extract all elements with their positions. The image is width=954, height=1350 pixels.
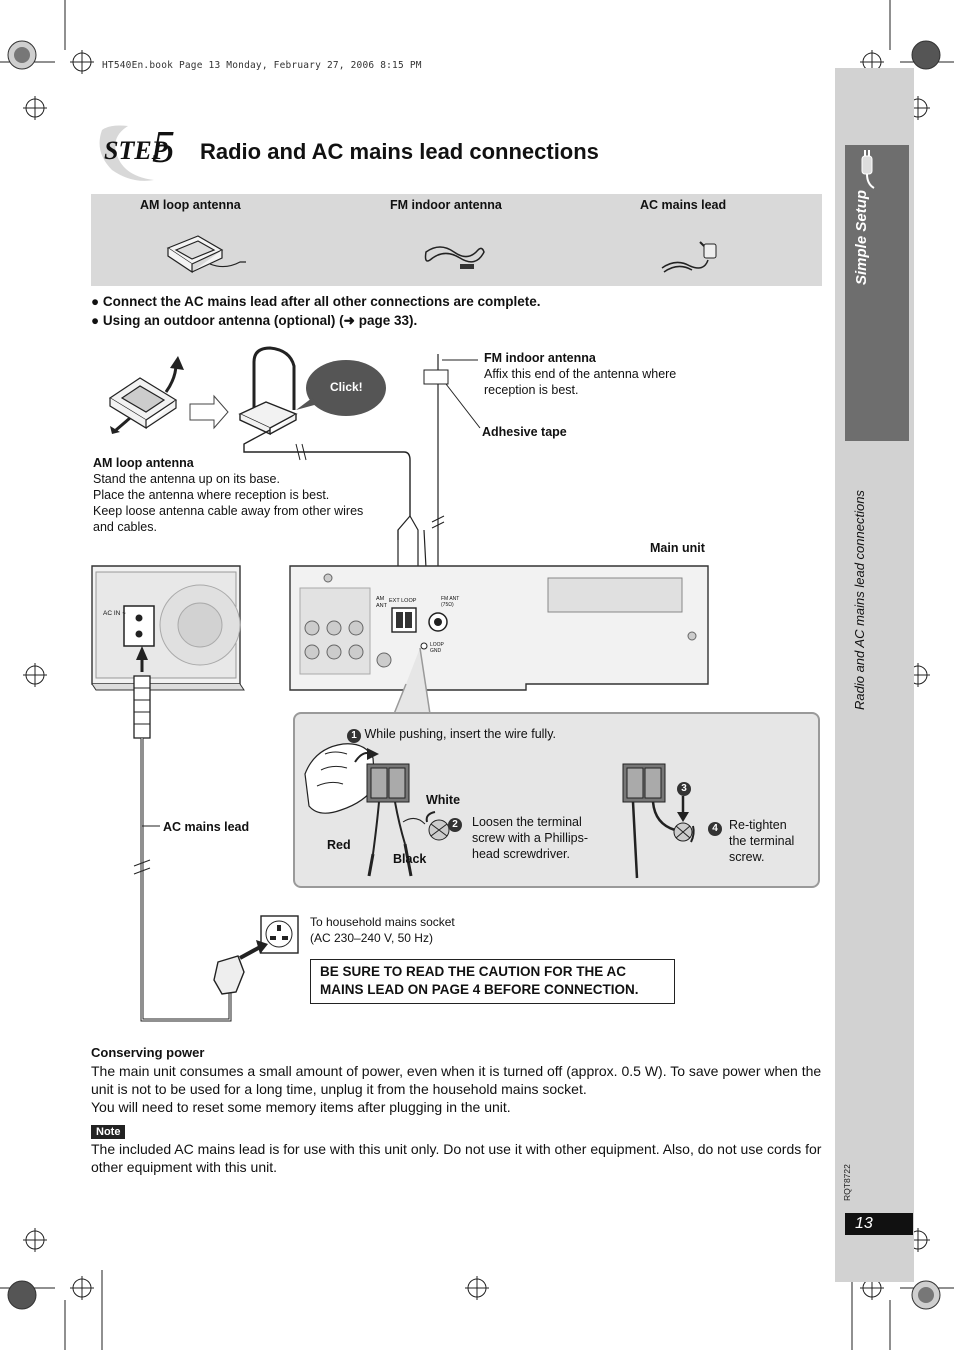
page-number: 13 <box>845 1213 913 1235</box>
svg-text:RQT8722: RQT8722 <box>842 1164 852 1201</box>
main-unit-label: Main unit <box>650 541 705 555</box>
am-antenna-callout: AM loop antenna Stand the antenna up on … <box>93 456 364 534</box>
main-unit-body <box>91 565 709 691</box>
conserving-power-paragraph: The main unit consumes a small amount of… <box>91 1063 822 1097</box>
wire-insertion-detail-panel <box>293 712 820 888</box>
step-number: 5 <box>152 121 175 172</box>
svg-text:Simple Setup: Simple Setup <box>853 190 870 285</box>
caution-box: BE SURE TO READ THE CAUTION FOR THE AC M… <box>310 959 675 1004</box>
loop-gnd-label: LOOP GND <box>430 642 444 654</box>
note-text: The included AC mains lead is for use wi… <box>91 1141 822 1175</box>
socket-callout: To household mains socket (AC 230–240 V,… <box>310 915 455 945</box>
step-label: STEP <box>104 136 168 165</box>
fm-antenna-callout: FM indoor antenna Affix this end of the … <box>484 351 677 397</box>
step-1-instruction: 1 While pushing, insert the wire fully. <box>347 726 556 743</box>
step-3-number: 3 <box>677 778 691 796</box>
am-ant-label: AM ANT <box>376 596 387 609</box>
red-wire-label: Red <box>327 838 351 852</box>
list-item: ● Connect the AC mains lead after all ot… <box>91 294 541 309</box>
wire-insertion-illustration <box>304 743 695 879</box>
am-antenna-folded <box>108 377 178 430</box>
list-item: ● Using an outdoor antenna (optional) (➜… <box>91 313 418 328</box>
black-wire-label: Black <box>393 852 427 866</box>
accessories-band <box>91 194 822 286</box>
sidebar-section-label: Simple Setup <box>853 190 870 285</box>
fm-ant-label: FM ANT (75Ω) <box>441 596 460 608</box>
ac-in-label: AC IN ~ <box>103 610 126 617</box>
accessory-ac-label: AC mains lead <box>640 198 727 212</box>
doc-code: RQT8722 <box>842 1164 852 1201</box>
accessory-am-label: AM loop antenna <box>140 198 241 212</box>
am-antenna-standing <box>238 346 298 436</box>
svg-text:Radio and AC mains lead connec: Radio and AC mains lead connections <box>852 490 867 710</box>
click-bubble-text: Click! <box>330 380 363 394</box>
white-wire-label: White <box>426 793 461 807</box>
am-loop-antenna-icon <box>166 235 246 274</box>
step-4-instruction: Re-tighten the terminal screw. <box>729 818 795 864</box>
step-4-number: 4 <box>708 818 722 836</box>
print-header: HT540En.book Page 13 Monday, February 27… <box>102 60 422 71</box>
accessory-fm-label: FM indoor antenna <box>390 198 502 212</box>
instructions-list: ● Connect the AC mains lead after all ot… <box>91 292 541 330</box>
step-2-instruction: Loosen the terminal screw with a Phillip… <box>472 815 589 861</box>
fm-indoor-antenna-icon <box>424 246 485 269</box>
sidebar-section-tab <box>845 145 909 441</box>
step-swoosh-icon <box>99 125 154 181</box>
plug-icon <box>861 150 875 189</box>
adhesive-tape-label: Adhesive tape <box>482 425 567 439</box>
step-2-number: 2 <box>448 814 462 832</box>
note-tag: Note <box>91 1125 126 1139</box>
ext-loop-label: EXT LOOP <box>389 598 417 604</box>
conserving-power-heading: Conserving power <box>91 1045 205 1060</box>
ac-mains-lead-icon <box>661 241 717 273</box>
sidebar-chapter-label: Radio and AC mains lead connections <box>852 490 867 710</box>
page-title: Radio and AC mains lead connections <box>200 139 599 164</box>
ac-mains-lead-label: AC mains lead <box>163 820 250 834</box>
reset-memory-paragraph: You will need to reset some memory items… <box>91 1099 511 1115</box>
